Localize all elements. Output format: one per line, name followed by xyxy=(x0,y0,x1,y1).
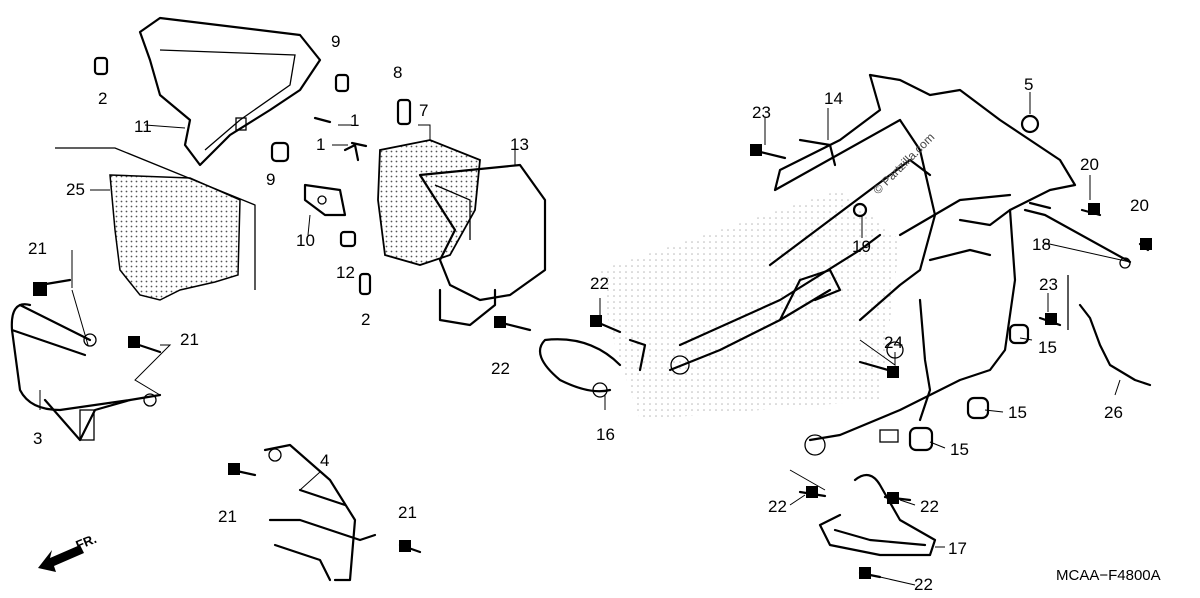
callout-22-b: 22 xyxy=(590,274,609,293)
rod-part xyxy=(1023,201,1132,269)
callout-2-a: 2 xyxy=(98,89,107,108)
cable-part xyxy=(1067,275,1152,387)
callout-21-c: 21 xyxy=(218,507,237,526)
callout-26: 26 xyxy=(1104,403,1123,422)
callout-15-b: 15 xyxy=(1008,403,1027,422)
callout-19: 19 xyxy=(852,237,871,256)
left-guard-part xyxy=(10,303,162,442)
bolt-parts xyxy=(33,144,1152,579)
callout-11: 7 xyxy=(419,101,428,120)
callout-7: 10 xyxy=(296,231,315,250)
callout-5: 5 xyxy=(1024,75,1033,94)
callout-8: 9 xyxy=(266,170,275,189)
callout-17: 17 xyxy=(948,539,967,558)
loop-part xyxy=(538,338,647,398)
callout-16: 16 xyxy=(596,425,615,444)
callout-22-d: 22 xyxy=(920,497,939,516)
frame-part xyxy=(668,73,1077,456)
callout-22-a: 22 xyxy=(491,359,510,378)
callout-1-a: 1 xyxy=(350,111,359,130)
callout-23-b: 23 xyxy=(1039,275,1058,294)
callout-15-c: 15 xyxy=(950,440,969,459)
hardware-parts xyxy=(93,56,1040,452)
callout-25: 25 xyxy=(66,180,85,199)
callout-6: 11 xyxy=(134,117,152,136)
front-direction-arrow: FR. xyxy=(38,531,99,572)
callout-12: 8 xyxy=(393,63,402,82)
callout-15-a: 15 xyxy=(1038,338,1057,357)
callout-24: 24 xyxy=(884,333,903,352)
upper-cover-part xyxy=(138,16,322,167)
site-watermark: © Partzilla.com xyxy=(870,130,937,197)
lower-guard-part xyxy=(263,443,377,582)
callout-labels: 2 11 25 21 21 3 4 21 21 9 8 7 1 1 9 10 1… xyxy=(28,32,1149,594)
callout-20-b: 20 xyxy=(1130,196,1149,215)
callout-14: 14 xyxy=(824,89,843,108)
callout-22-c: 22 xyxy=(768,497,787,516)
brand-watermark xyxy=(600,190,900,420)
callout-21-d: 21 xyxy=(398,503,417,522)
callout-21-b: 21 xyxy=(180,330,199,349)
leader-lines xyxy=(39,92,1131,586)
callout-23-a: 23 xyxy=(752,103,771,122)
diagram-code: MCAA−F4800A xyxy=(1056,567,1161,584)
callout-9: 12 xyxy=(336,263,355,282)
callout-4: 4 xyxy=(320,451,329,470)
callout-2-b: 2 xyxy=(361,310,370,329)
callout-13: 9 xyxy=(331,32,340,51)
callout-1-b: 1 xyxy=(316,135,325,154)
callout-22-e: 22 xyxy=(914,575,933,594)
bracket-part xyxy=(303,143,360,217)
lower-loop-part xyxy=(818,473,937,557)
callout-20-a: 20 xyxy=(1080,155,1099,174)
front-direction-label: FR. xyxy=(74,531,99,553)
callout-3: 3 xyxy=(33,429,42,448)
callout-10: 13 xyxy=(510,135,529,154)
callout-21-a: 21 xyxy=(28,239,47,258)
pad-part xyxy=(55,147,256,301)
callout-18: 18 xyxy=(1032,235,1051,254)
side-cover-part xyxy=(377,139,547,327)
